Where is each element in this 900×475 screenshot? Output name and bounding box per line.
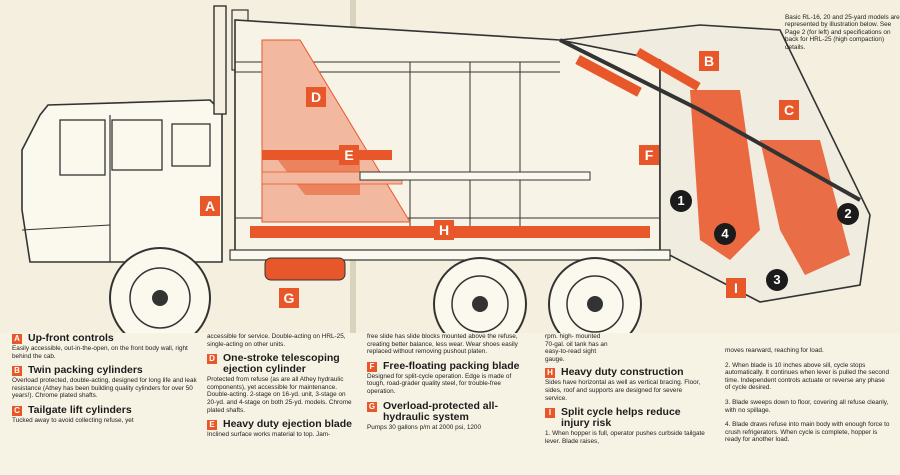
feature-f-title: Free-floating packing blade xyxy=(383,359,520,372)
feature-g-body: Pumps 30 gallons p/m at 2000 psi, 1200 xyxy=(367,423,482,431)
callout-g: G xyxy=(279,288,299,308)
feature-f: F Free-floating packing blade Designed fo… xyxy=(367,359,527,396)
feature-i-title: Split cycle helps reduce injury risk xyxy=(561,406,681,430)
callout-h: H xyxy=(434,220,454,240)
callout-i: I xyxy=(726,278,746,298)
badge-h: H xyxy=(545,368,555,379)
feature-c: C Tailgate lift cylinders Tucked away to … xyxy=(12,403,202,425)
step-2: 2. When blade is 10 inches above sill, c… xyxy=(725,361,889,392)
garbage-truck-cutaway-illustration xyxy=(21,0,871,335)
callout-d: D xyxy=(306,87,326,107)
step-marker-1: 1 xyxy=(670,190,692,212)
feature-g-title: Overload-protected all-hydraulic system xyxy=(383,399,498,423)
feature-a-title: Up-front controls xyxy=(28,332,114,344)
badge-e: E xyxy=(207,420,217,431)
column-4: rpm. high- mounted 70-gal. oil tank has … xyxy=(545,333,705,450)
models-intro-text: Basic RL-16, 20 and 25-yard models are r… xyxy=(785,14,900,51)
feature-d: D One-stroke telescoping ejection cylinde… xyxy=(207,353,355,414)
feature-b-title: Twin packing cylinders xyxy=(28,364,143,377)
badge-b: B xyxy=(12,366,22,377)
step-1-continued: moves rearward, reaching for load. xyxy=(725,347,824,354)
feature-h: H Heavy duty construction Sides have hori… xyxy=(545,367,705,402)
rear-wheel-2 xyxy=(548,257,642,335)
callout-c: C xyxy=(779,100,799,120)
feature-e-title: Heavy duty ejection blade xyxy=(223,418,352,431)
feature-e-body: Inclined surface works material to top. … xyxy=(207,431,331,439)
feature-d-body: Protected from refuse (as are all Athey … xyxy=(207,376,352,414)
feature-e-continued: free slide has slide blocks mounted abov… xyxy=(367,333,518,356)
badge-c: C xyxy=(12,405,22,416)
feature-i-body: 1. When hopper is full, operator pushes … xyxy=(545,430,705,445)
column-1: A Up-front controls Easily accessible, ou… xyxy=(12,333,202,430)
feature-a-body: Easily accessible, out-in-the-open, on t… xyxy=(12,345,188,360)
feature-e: E Heavy duty ejection blade Inclined surf… xyxy=(207,419,355,439)
feature-g: G Overload-protected all-hydraulic system… xyxy=(367,399,527,432)
feature-h-body: Sides have horizontal as well as vertica… xyxy=(545,379,701,402)
callout-e: E xyxy=(339,145,359,165)
badge-g: G xyxy=(367,401,377,412)
feature-a: A Up-front controls Easily accessible, ou… xyxy=(12,333,202,360)
badge-a: A xyxy=(12,334,22,344)
feature-d-title: One-stroke telescoping ejection cylinder xyxy=(223,352,340,376)
feature-c-continued: accessible for service. Double-acting on… xyxy=(207,333,346,348)
feature-descriptions: A Up-front controls Easily accessible, ou… xyxy=(0,333,900,475)
feature-b: B Twin packing cylinders Overload protect… xyxy=(12,365,202,400)
step-marker-3: 3 xyxy=(766,269,788,291)
badge-d: D xyxy=(207,354,217,365)
rear-wheel-1 xyxy=(433,257,527,335)
callout-f: F xyxy=(639,145,659,165)
feature-i: I Split cycle helps reduce injury risk 1.… xyxy=(545,407,705,445)
feature-b-body: Overload protected, double-acting, desig… xyxy=(12,377,197,400)
badge-f: F xyxy=(367,361,377,372)
column-2: accessible for service. Double-acting on… xyxy=(207,333,355,444)
feature-g-continued: rpm. high- mounted 70-gal. oil tank has … xyxy=(545,333,608,363)
step-4: 4. Blade draws refuse into main body wit… xyxy=(725,421,890,444)
column-5-cycle-steps: moves rearward, reaching for load. 2. Wh… xyxy=(725,347,890,451)
feature-c-body: Tucked away to avoid collecting refuse, … xyxy=(12,416,134,424)
badge-i: I xyxy=(545,408,555,419)
front-wheel xyxy=(109,247,211,335)
feature-f-body: Designed for split-cycle operation. Edge… xyxy=(367,372,512,395)
feature-c-title: Tailgate lift cylinders xyxy=(28,403,132,416)
step-3: 3. Blade sweeps down to floor, covering … xyxy=(725,398,889,414)
step-marker-4: 4 xyxy=(714,223,736,245)
callout-b: B xyxy=(699,51,719,71)
feature-h-title: Heavy duty construction xyxy=(561,366,684,379)
column-3: free slide has slide blocks mounted abov… xyxy=(367,333,527,436)
step-marker-2: 2 xyxy=(837,203,859,225)
callout-a: A xyxy=(200,196,220,216)
